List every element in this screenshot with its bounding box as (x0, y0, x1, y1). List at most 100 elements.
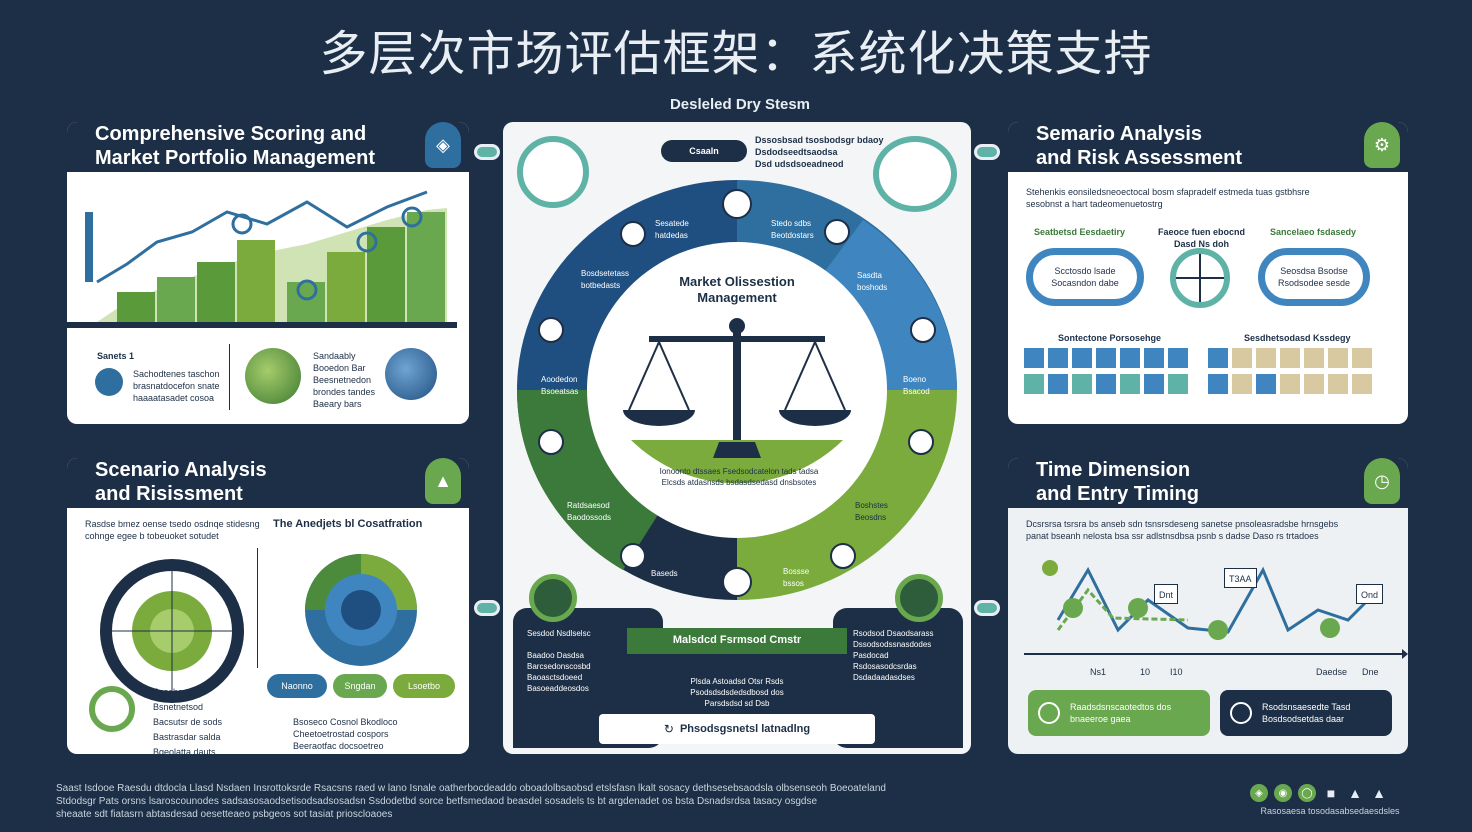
leaf-icon (895, 574, 943, 622)
center-top-label: Desleled Dry Stesm (669, 96, 811, 113)
target-icon (529, 574, 577, 622)
pill-chip: Lsoetbo (393, 674, 455, 698)
scale-icon (517, 136, 589, 208)
timeline-chart (1024, 560, 1408, 659)
leaf-icon: ◈ (425, 122, 461, 168)
insight-card-navy: Rsodsnsaesedte Tasd Bosdsodsetdas daar (1220, 690, 1392, 736)
legend-list: Bsosbsod Bsnetnetsod Bacsutsr de sods Ba… (153, 686, 222, 754)
insight-card-green: Raadsdsnscaotedtos dos bnaeeroe gaea (1028, 690, 1210, 736)
pill-chip: Sngdan (333, 674, 387, 698)
leaf-icon (1038, 702, 1060, 724)
card-text: Raadsdsnscaotedtos dos bnaeeroe gaea (1070, 702, 1172, 724)
left-wing-text: Sesdod Nsdlselsc Baadoo Dasdsa Barcsedon… (527, 629, 591, 693)
divider (229, 344, 230, 410)
panel-center-core: Csaaln Dssosbsad tsosbodsgr bdaoy Dsdods… (503, 122, 971, 754)
axis-tick: Dne (1362, 667, 1379, 677)
target-icon (1170, 248, 1230, 308)
col-label: Sancelaeo fsdasedy (1270, 227, 1357, 237)
core-title: Market Olissestion Management (679, 274, 795, 305)
footer-text: Saast Isdooe Raesdu dtdocla Llasd Nsdaen… (56, 783, 886, 820)
ring-label: Stedo sdbs Beotdostars (771, 219, 814, 240)
gear-icon: ⚙ (1364, 122, 1400, 168)
marker-text: T3AA (1229, 574, 1252, 584)
heatmap-grid (1024, 348, 1372, 394)
ring-text: Seosdsa Bsodse Rsodsodee sesde (1277, 266, 1351, 288)
timer-icon: ◷ (1364, 458, 1400, 504)
chart-icon: ▲ (425, 458, 461, 504)
scoring-growth-chart (67, 172, 469, 342)
scenario-ring: Seosdsa Bsodse Rsodsodee sesde (1258, 248, 1370, 306)
ring-label: Ratdsaesod Baodossods (567, 501, 612, 522)
ring-label: Baseds (651, 569, 678, 578)
summary-box: Csaaln (661, 140, 747, 162)
connector-node (474, 600, 500, 616)
row-label: Sesdhetsodasd Kssdegy (1244, 333, 1351, 343)
panel-intro: Stehenkis eonsiledsneoectocal bosm sfapr… (1026, 187, 1310, 209)
panel-scenario-left: Scenario Analysis and Risissment ▲ Rasds… (67, 458, 469, 754)
ring-label: Sesatede hatdedas (655, 219, 689, 240)
side-text: Sandaably Booedon Bar Beesnetnedon brond… (313, 351, 376, 409)
sub-title: The Anedjets bl Cosatfration (273, 518, 423, 530)
panel-title: Scenario Analysis and Risissment (95, 459, 267, 505)
panel-scoring: Comprehensive Scoring and Market Portfol… (67, 122, 469, 424)
gear-icon (1230, 702, 1252, 724)
axis-tick: 10 (1140, 667, 1151, 677)
panel-header: Semario Analysis and Risk Assessment ⚙ (1008, 122, 1408, 172)
ring-label: Sasdta boshods (857, 271, 888, 292)
refresh-icon: ↻ (663, 722, 674, 736)
person-icon: ▲ (1348, 785, 1362, 801)
panel-title: Semario Analysis and Risk Assessment (1036, 123, 1243, 169)
leaf-icon (89, 686, 135, 732)
ring-label: Boshstes Beosdns (855, 501, 888, 522)
ring-icon: ◯ (1298, 784, 1316, 802)
green-globe (245, 348, 301, 404)
panel-header: Scenario Analysis and Risissment ▲ (67, 458, 469, 508)
leaf-icon: ◈ (1250, 784, 1268, 802)
col-label: Seatbetsd Eesdaetiry (1034, 227, 1126, 237)
cube-icon (873, 136, 957, 212)
legend-item: Bacsutsr de sods (153, 717, 223, 727)
col-label: Faeoce fuen ebocnd Dasd Ns doh (1158, 227, 1246, 249)
blue-globe (385, 348, 437, 400)
timeline-marker: T3AA (1224, 568, 1257, 588)
center-bottom-bar: ↻ Phsodsgsnetsl latnadlng (599, 714, 875, 744)
footer-right-text: Rasosaesa tosodasabsedaesdsles (1260, 806, 1400, 816)
legend-item: Bgeolatta dauts (153, 747, 216, 754)
ring-text: Scctosdo lsade Socasndon dabe (1051, 266, 1119, 288)
panel-title: Time Dimension and Entry Timing (1036, 459, 1199, 505)
connector-node (974, 600, 1000, 616)
ring-label: Bosdsetetass botbedasts (581, 269, 630, 290)
marker-text: Dnt (1159, 590, 1174, 600)
pill-row: Naonno Sngdan Lsoetbo (267, 674, 457, 700)
bottom-label: Phsodsgsnetsl latnadlng (679, 723, 811, 735)
scenario-ring: Scctosdo lsade Socasndon dabe (1026, 248, 1144, 306)
right-wing-text: Rsodsod Dsaodsarass Dssodsodssnasdodes P… (853, 629, 934, 682)
flag-icon: ▲ (1372, 785, 1386, 801)
summary-box-label: Csaaln (689, 146, 719, 156)
axis-tick: Daedse (1316, 667, 1348, 677)
panel-risk-assessment: Semario Analysis and Risk Assessment ⚙ S… (1008, 122, 1408, 424)
panel-intro: Rasdse bmez oense tsedo osdnqe stidesng … (85, 519, 260, 541)
core-wheel (516, 180, 957, 600)
globe-icon (95, 368, 123, 396)
globe-icon: ◉ (1274, 784, 1292, 802)
core-green-text: Ionoonto dtssaes Fsedsodcatelon tads tad… (659, 467, 819, 487)
ring-label: Aoodedon Bsoeatsas (541, 375, 579, 396)
legend-item: Bastrasdar salda (153, 732, 221, 742)
connector-node (974, 144, 1000, 160)
legend-item: Bsnetnetsod (153, 702, 204, 712)
panel-header: Time Dimension and Entry Timing ◷ (1008, 458, 1408, 508)
ring-label: Boeno Bsacod (903, 375, 930, 396)
axis-tick: I10 (1170, 667, 1183, 677)
axis-tick: Ns1 (1090, 667, 1107, 677)
card-text: Rsodsnsaesedte Tasd Bosdsodsetdas daar (1262, 702, 1351, 724)
banner-title: Malsdcd Fsrmsod Cmstr (672, 634, 802, 646)
bell-icon: ■ (1326, 785, 1336, 801)
note-text: Sachodtenes taschon brasnatdocefon snate… (133, 369, 220, 403)
panel-title: Comprehensive Scoring and Market Portfol… (95, 123, 376, 169)
legend-item: Bsosbsod (153, 687, 193, 697)
footer-icon-row: ◈ ◉ ◯ ■ ▲ ▲ (1250, 784, 1388, 802)
bottom-note: Bsoseco Cosnol Bkodloco Cheetoetrostad c… (293, 717, 398, 751)
connector-node (474, 144, 500, 160)
classification-donut (305, 554, 417, 666)
